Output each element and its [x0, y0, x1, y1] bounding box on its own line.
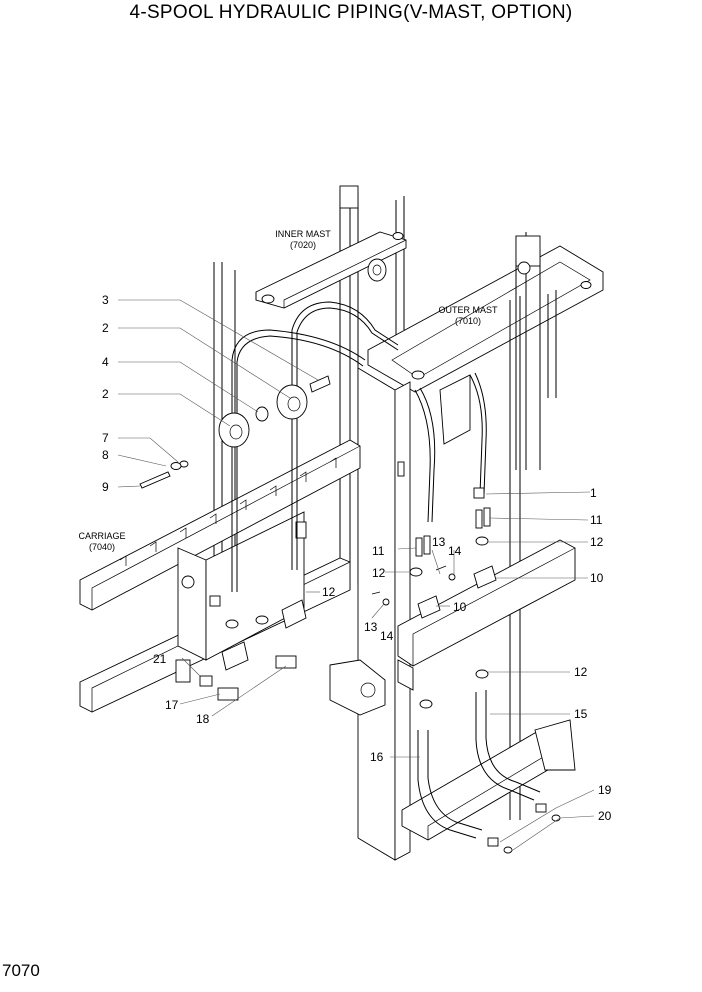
callout-label: 16	[370, 750, 384, 764]
callout-label: 14	[380, 629, 394, 643]
callout-label: 13	[364, 620, 378, 634]
outer-mast-label: OUTER MAST	[438, 305, 498, 315]
assembly-labels: INNER MAST (7020) OUTER MAST (7010) CARR…	[78, 229, 498, 552]
inner-mast	[213, 185, 407, 590]
callout-label: 2	[102, 387, 109, 401]
callout-label: 12	[372, 566, 386, 580]
diagram-title: 4-SPOOL HYDRAULIC PIPING(V-MAST, OPTION)	[129, 2, 573, 23]
carriage-code: (7040)	[89, 542, 115, 552]
callout-label: 17	[165, 698, 179, 712]
callout-label: 15	[574, 707, 588, 721]
callout-label: 2	[102, 321, 109, 335]
callout-label: 9	[102, 480, 109, 494]
callout-label: 19	[598, 783, 612, 797]
callout-label: 11	[590, 513, 603, 527]
callout-label: 12	[574, 665, 588, 679]
callout-label: 4	[102, 355, 109, 369]
callout-label: 7	[102, 431, 109, 445]
callout-label: 11	[372, 544, 385, 558]
outer-mast	[329, 232, 604, 861]
callout-label: 14	[448, 544, 462, 558]
inner-mast-code: (7020)	[290, 240, 316, 250]
page-number: 7070	[2, 961, 40, 980]
carriage	[79, 439, 361, 713]
callout-label: 21	[153, 652, 167, 666]
callout-label: 8	[102, 448, 109, 462]
callout-label: 10	[453, 600, 467, 614]
callout-label: 1	[590, 486, 597, 500]
callout-label: 3	[102, 293, 109, 307]
callout-numbers: 3 2 4 2 7 8 9 1 11 12 10 11 13 14 12 13 …	[102, 293, 612, 823]
callout-label: 20	[598, 809, 612, 823]
leader-lines	[117, 299, 595, 853]
outer-mast-code: (7010)	[455, 316, 481, 326]
callout-label: 18	[196, 712, 210, 726]
callout-label: 12	[322, 585, 336, 599]
hoses	[231, 301, 541, 839]
callout-label: 13	[432, 535, 446, 549]
inner-mast-label: INNER MAST	[275, 229, 331, 239]
callout-label: 12	[590, 535, 604, 549]
carriage-label: CARRIAGE	[78, 531, 125, 541]
callout-label: 10	[590, 571, 604, 585]
